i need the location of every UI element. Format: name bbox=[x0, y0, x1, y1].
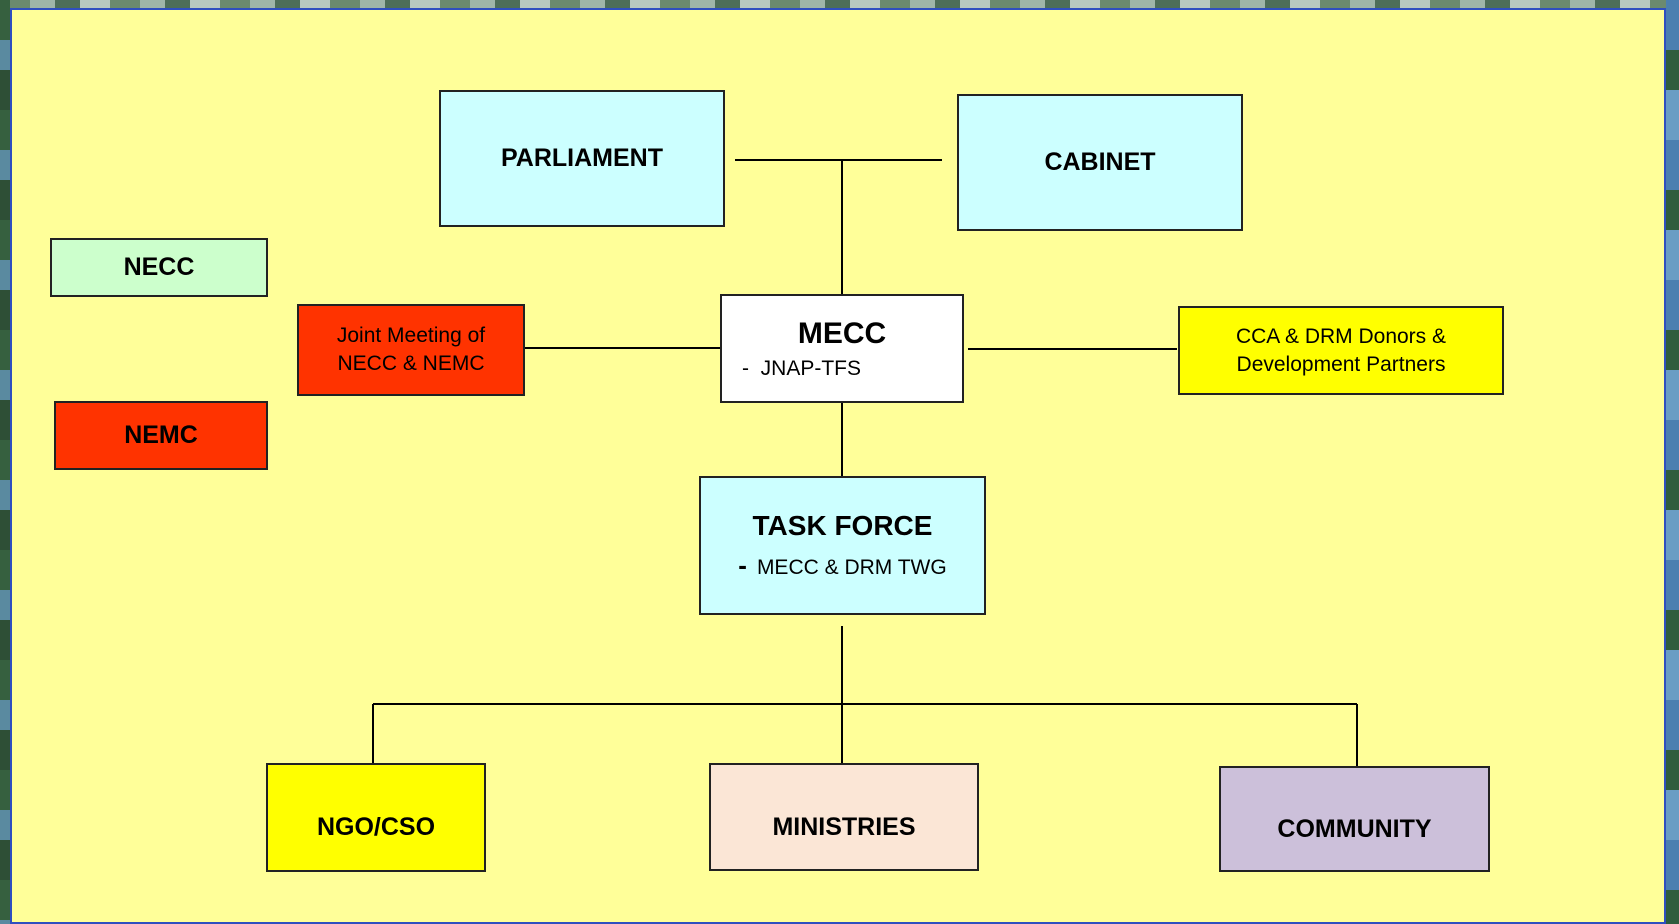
background-strip-left bbox=[0, 0, 10, 924]
joint-meeting-box: Joint Meeting of NECC & NEMC bbox=[297, 304, 525, 396]
parliament-label: PARLIAMENT bbox=[500, 144, 664, 172]
cabinet-box: CABINET bbox=[957, 94, 1243, 231]
nemc-box: NEMC bbox=[54, 401, 268, 470]
ministries-label: MINISTRIES bbox=[772, 812, 916, 841]
nemc-label: NEMC bbox=[124, 421, 198, 449]
task-force-title: TASK FORCE bbox=[752, 510, 933, 541]
mecc-box: MECC - JNAP-TFS bbox=[720, 294, 964, 403]
task-force-box: TASK FORCE -MECC & DRM TWG bbox=[699, 476, 986, 615]
ministries-box: MINISTRIES bbox=[709, 763, 979, 871]
community-label: COMMUNITY bbox=[1277, 814, 1432, 843]
task-force-subtitle-row: -MECC & DRM TWG bbox=[738, 550, 946, 581]
donors-label: CCA & DRM Donors & Development Partners bbox=[1235, 324, 1447, 376]
mecc-title: MECC bbox=[797, 316, 887, 350]
necc-label: NECC bbox=[123, 253, 195, 281]
community-box: COMMUNITY bbox=[1219, 766, 1490, 872]
mecc-subtitle: - JNAP-TFS bbox=[742, 356, 861, 380]
task-force-dash: - bbox=[738, 550, 747, 580]
joint-meeting-label: Joint Meeting of NECC & NEMC bbox=[336, 324, 486, 375]
background-strip-right bbox=[1666, 0, 1679, 924]
ngo-cso-box: NGO/CSO bbox=[266, 763, 486, 872]
necc-box: NECC bbox=[50, 238, 268, 297]
parliament-box: PARLIAMENT bbox=[439, 90, 725, 227]
task-force-subtitle: MECC & DRM TWG bbox=[756, 556, 947, 579]
cabinet-label: CABINET bbox=[1044, 148, 1156, 176]
donors-box: CCA & DRM Donors & Development Partners bbox=[1178, 306, 1504, 395]
ngo-cso-label: NGO/CSO bbox=[316, 813, 436, 841]
